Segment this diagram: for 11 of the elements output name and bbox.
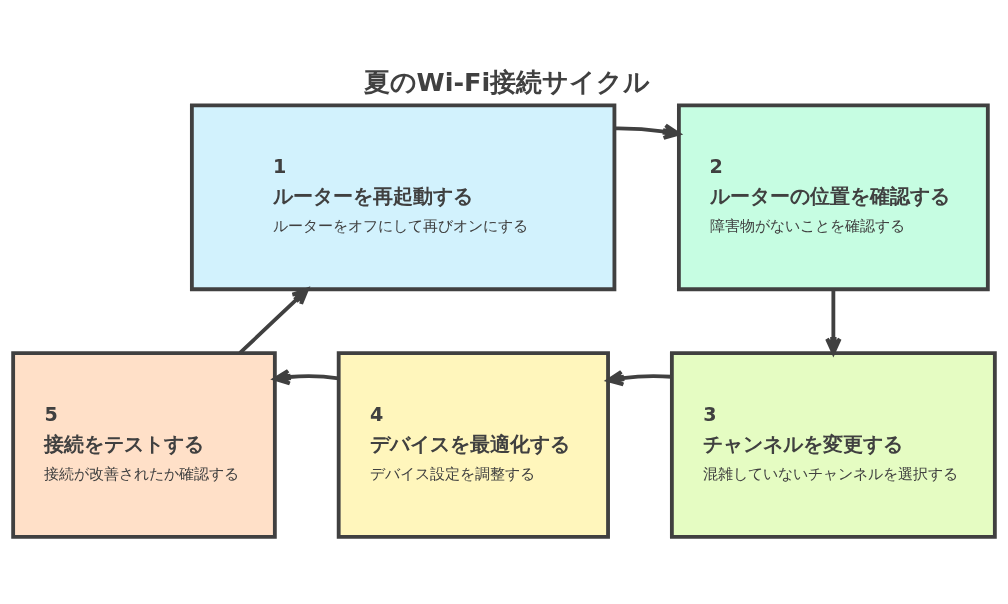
node-box: 5 接続をテストする 接続が改善されたか確認する bbox=[11, 351, 277, 539]
node-box: 4 デバイスを最適化する デバイス設定を調整する bbox=[336, 351, 610, 539]
node-box: 3 チャンネルを変更する 混雑していないチャンネルを選択する bbox=[669, 351, 997, 539]
arrow bbox=[606, 369, 672, 387]
arrow bbox=[614, 123, 681, 140]
diagram-title: 夏のWi-Fi接続サイクル bbox=[363, 67, 651, 98]
arrow bbox=[273, 368, 339, 386]
node-box: 2 ルーターの位置を確認する 障害物がないことを確認する bbox=[676, 103, 990, 292]
arrow bbox=[825, 289, 842, 355]
arrow bbox=[238, 287, 309, 355]
node-box: 1 ルーターを再起動する ルーターをオフにして再びオンにする bbox=[189, 103, 617, 292]
